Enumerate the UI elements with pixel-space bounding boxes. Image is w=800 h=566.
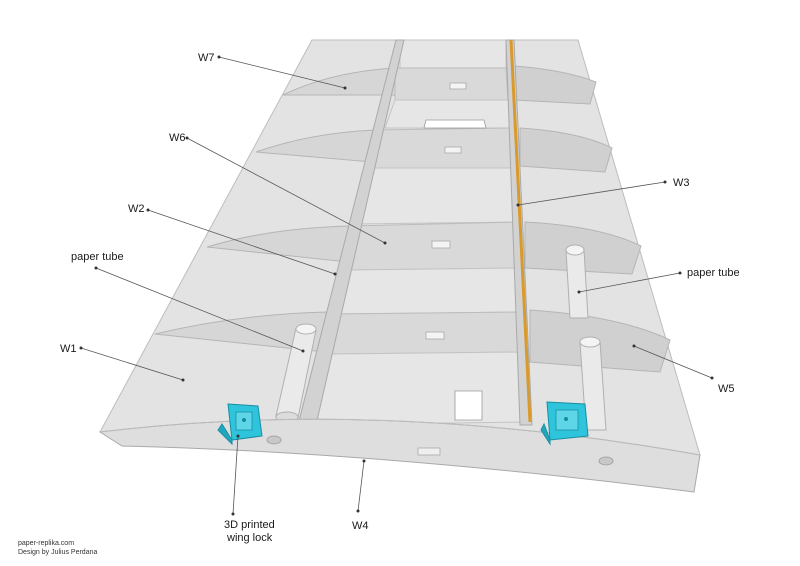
rib-right-2 xyxy=(519,127,613,173)
bay-hole-lower xyxy=(454,390,483,421)
label-w1: W1 xyxy=(60,343,77,355)
paper-tube-right-front xyxy=(579,336,607,431)
rib-right-1 xyxy=(514,65,597,105)
label-w2: W2 xyxy=(128,203,145,215)
root-rib-w4-top xyxy=(99,418,701,456)
wing-lock-left xyxy=(217,403,263,446)
root-rib-hole-right xyxy=(598,456,614,466)
credit-site: paper-replika.com xyxy=(18,540,74,547)
label-w7: W7 xyxy=(198,52,215,64)
paper-tube-left xyxy=(275,323,317,423)
rib-slots xyxy=(425,82,467,340)
wing-lock-right xyxy=(540,401,589,446)
center-bay-5 xyxy=(351,167,519,225)
rear-spar-strip xyxy=(509,39,532,423)
label-w4: W4 xyxy=(352,520,369,532)
label-wing-lock-line1: 3D printed xyxy=(224,519,275,531)
callout-leaders xyxy=(79,55,714,516)
label-w3: W3 xyxy=(673,177,690,189)
center-bay-1 xyxy=(399,39,507,69)
root-rib-hole-left xyxy=(266,435,282,445)
center-bay-4 xyxy=(369,127,515,169)
label-paper-tube-right: paper tube xyxy=(687,267,740,279)
root-rib-slot xyxy=(417,447,441,456)
center-bay-7 xyxy=(329,267,525,315)
label-paper-tube-left: paper tube xyxy=(71,251,124,263)
bay-hole-upper xyxy=(423,119,487,129)
label-wing-lock-line2: wing lock xyxy=(226,532,273,544)
credit-designer: Design by Julius Perdana xyxy=(18,549,97,556)
paper-tube-right-back xyxy=(565,244,589,319)
label-w5: W5 xyxy=(718,383,735,395)
label-w6: W6 xyxy=(169,132,186,144)
center-bay-9 xyxy=(307,351,531,426)
